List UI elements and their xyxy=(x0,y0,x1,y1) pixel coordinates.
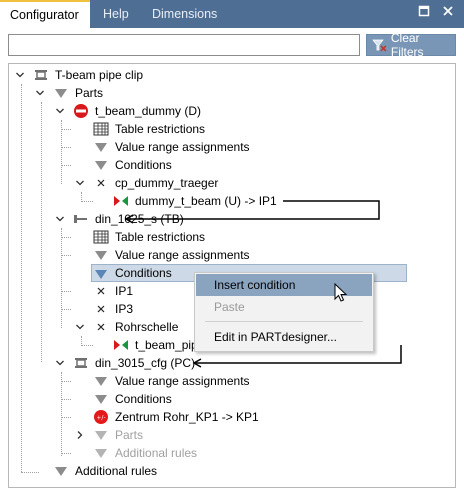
clear-filters-button[interactable]: Clear Filters xyxy=(366,31,456,59)
tree-node-label: Additional rules xyxy=(75,464,158,478)
menu-separator xyxy=(205,321,363,322)
tree-node-additional-rules[interactable]: Additional rules xyxy=(9,462,449,480)
filter-icon xyxy=(93,391,109,407)
tree-node-root[interactable]: T-beam pipe clip xyxy=(9,66,449,84)
tree-node-label: Conditions xyxy=(115,266,172,280)
tree-node-label: dummy_t_beam (U) -> IP1 xyxy=(135,194,277,208)
filter-icon xyxy=(93,445,109,461)
tab-configurator[interactable]: Configurator xyxy=(0,0,90,28)
tree-node-label: t_beam_dummy (D) xyxy=(95,104,202,118)
tree-node-zentrum[interactable]: +/- Zentrum Rohr_KP1 -> KP1 xyxy=(9,408,449,426)
tree-node-ip3[interactable]: IP3 xyxy=(9,300,449,318)
tree-node-value-range-assignments[interactable]: Value range assignments xyxy=(9,372,449,390)
configurator-tree[interactable]: T-beam pipe clip Parts t_beam_dummy (D) … xyxy=(8,63,456,488)
filter-icon xyxy=(93,427,109,443)
tree-node-value-range-assignments[interactable]: Value range assignments xyxy=(9,138,449,156)
svg-text:+/-: +/- xyxy=(96,415,105,422)
tree-node-label: T-beam pipe clip xyxy=(55,68,144,82)
pipe-clip-icon xyxy=(33,67,49,83)
tree-node-label: Value range assignments xyxy=(115,374,250,388)
clear-filters-label: Clear Filters xyxy=(390,31,424,59)
tree-node-conditions[interactable]: Conditions xyxy=(9,390,449,408)
filter-icon xyxy=(53,463,69,479)
tree-node-label: Parts xyxy=(115,428,144,442)
collapse-icon[interactable] xyxy=(15,66,25,84)
connection-icon xyxy=(113,193,129,209)
menu-item-edit-in-partdesigner[interactable]: Edit in PARTdesigner... xyxy=(214,330,337,344)
cross-icon xyxy=(93,319,109,335)
filter-icon xyxy=(93,373,109,389)
menu-item-paste[interactable]: Paste xyxy=(214,300,245,314)
filter-icon xyxy=(93,266,109,282)
tree-node-label: Additional rules xyxy=(115,446,198,460)
mouse-cursor-icon xyxy=(334,283,348,302)
collapse-icon[interactable] xyxy=(55,354,65,372)
tree-node-parts-gray[interactable]: Parts xyxy=(9,426,449,444)
tree-node-ip1[interactable]: IP1 xyxy=(9,282,449,300)
context-menu: Insert condition Paste Edit in PARTdesig… xyxy=(194,272,374,352)
tree-node-label: Zentrum Rohr_KP1 -> KP1 xyxy=(115,410,259,424)
table-icon xyxy=(93,229,109,245)
clear-filter-icon xyxy=(372,39,387,52)
tree-node-label: cp_dummy_traeger xyxy=(115,176,219,190)
tree-node-table-restrictions[interactable]: Table restrictions xyxy=(9,120,449,138)
collapse-icon[interactable] xyxy=(55,210,65,228)
table-icon xyxy=(93,121,109,137)
tab-help[interactable]: Help xyxy=(103,7,129,21)
tree-node-label: Conditions xyxy=(115,392,172,406)
connection-arrows xyxy=(124,200,402,368)
tree-node-label: IP3 xyxy=(115,302,134,316)
tree-node-parts[interactable]: Parts xyxy=(9,84,449,102)
maximize-icon[interactable] xyxy=(416,5,432,21)
filter-icon xyxy=(53,85,69,101)
tree-node-additional-rules-gray[interactable]: Additional rules xyxy=(9,444,449,462)
tab-bar: Configurator Help Dimensions xyxy=(0,0,464,28)
tab-dimensions[interactable]: Dimensions xyxy=(152,7,218,21)
beam-icon xyxy=(73,211,89,227)
tree-node-din-3015[interactable]: din_3015_cfg (PC) xyxy=(9,354,449,372)
tree-node-rohrschelle[interactable]: Rohrschelle xyxy=(9,318,449,336)
search-input[interactable] xyxy=(8,34,360,56)
error-badge-icon: +/- xyxy=(93,409,109,425)
collapse-icon[interactable] xyxy=(35,84,45,102)
tree-node-cp-dummy-traeger[interactable]: cp_dummy_traeger xyxy=(9,174,449,192)
filter-icon xyxy=(93,157,109,173)
no-entry-icon xyxy=(73,103,89,119)
collapse-icon[interactable] xyxy=(75,318,85,336)
close-icon[interactable] xyxy=(440,5,456,21)
cross-icon xyxy=(93,301,109,317)
tree-node-t-beam-dummy[interactable]: t_beam_dummy (D) xyxy=(9,102,449,120)
tree-node-conditions[interactable]: Conditions xyxy=(9,156,449,174)
menu-item-insert-condition[interactable]: Insert condition xyxy=(196,274,372,296)
tree-node-label: Conditions xyxy=(115,158,172,172)
expand-icon[interactable] xyxy=(75,426,85,444)
tree-node-label: Table restrictions xyxy=(115,122,206,136)
tree-node-label: Value range assignments xyxy=(115,248,250,262)
filter-icon xyxy=(93,247,109,263)
tree-node-value-range-assignments[interactable]: Value range assignments xyxy=(9,246,449,264)
tree-node-label: Table restrictions xyxy=(115,230,206,244)
tree-node-dummy-t-beam[interactable]: dummy_t_beam (U) -> IP1 xyxy=(9,192,449,210)
tree-node-label: IP1 xyxy=(115,284,134,298)
tree-node-label: din_3015_cfg (PC) xyxy=(95,356,196,370)
collapse-icon[interactable] xyxy=(55,102,65,120)
tree-node-label: Parts xyxy=(75,86,104,100)
cross-icon xyxy=(93,283,109,299)
tree-node-label: Rohrschelle xyxy=(115,320,179,334)
pipe-clip-icon xyxy=(73,355,89,371)
filter-icon xyxy=(93,139,109,155)
cross-icon xyxy=(93,175,109,191)
connection-icon xyxy=(113,337,129,353)
tree-node-table-restrictions[interactable]: Table restrictions xyxy=(9,228,449,246)
tree-node-label: Value range assignments xyxy=(115,140,250,154)
collapse-icon[interactable] xyxy=(75,174,85,192)
